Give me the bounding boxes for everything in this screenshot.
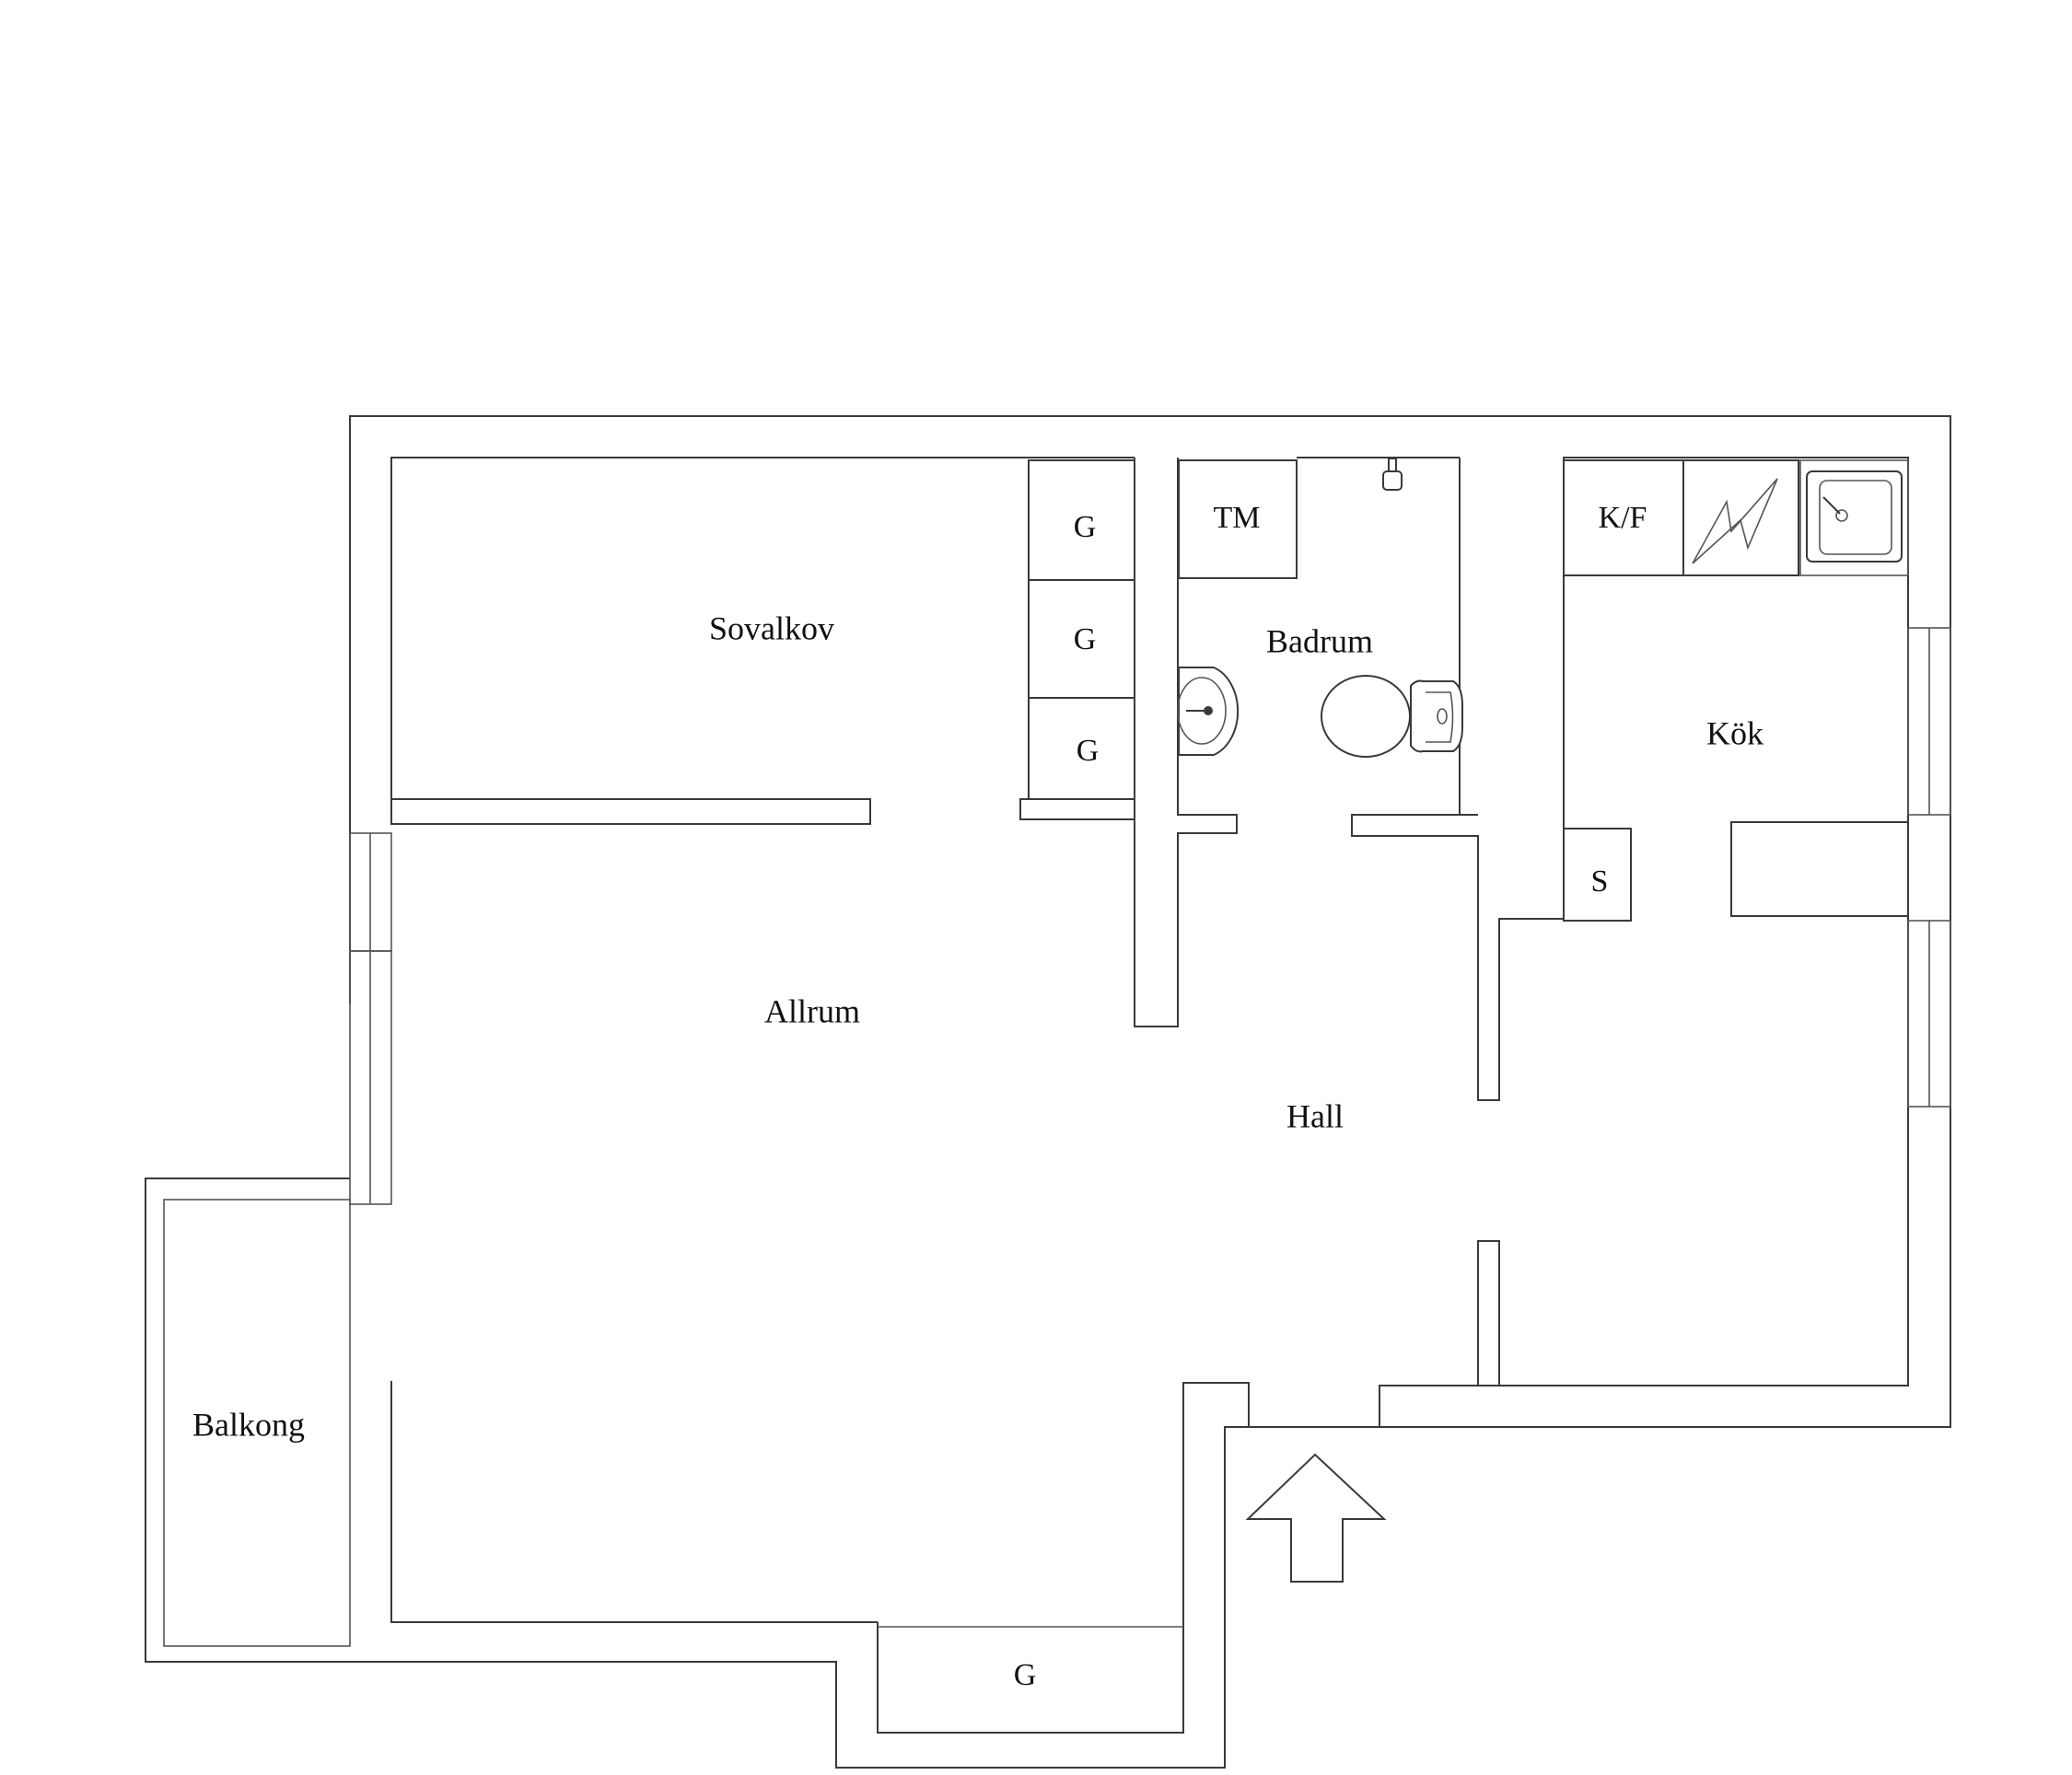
room-label-hall: Hall	[1286, 1097, 1344, 1134]
sovalkov-partition	[390, 798, 1135, 825]
shower-head-icon	[1297, 457, 1460, 491]
inner-wall-bottom-mid	[1182, 1382, 1250, 1622]
inner-wall-top	[390, 457, 1135, 799]
room-label-allrum: Allrum	[764, 992, 860, 1029]
washer-label: TM	[1214, 501, 1261, 535]
bathroom-walls	[1134, 458, 1565, 1027]
washbasin-icon	[1177, 667, 1240, 756]
right-windows	[1907, 627, 1951, 1108]
closet-label-bottom: G	[1014, 1658, 1037, 1692]
closet-label-3: G	[1077, 734, 1100, 768]
toilet-icon	[1321, 675, 1463, 758]
closet-label-2: G	[1074, 622, 1097, 656]
left-windows	[349, 832, 392, 1205]
room-label-sovalkov: Sovalkov	[709, 609, 834, 646]
bottom-closet	[877, 1622, 1184, 1734]
inner-wall-bottom-right	[1379, 1240, 1500, 1427]
entrance-arrow-icon	[1245, 1453, 1387, 1583]
closet-label-1: G	[1074, 510, 1097, 544]
outer-walls	[145, 415, 1951, 1769]
fridge-freezer-label: K/F	[1599, 501, 1647, 535]
kitchen-counter-right	[1730, 821, 1909, 917]
kitchen-sink-icon	[1799, 459, 1909, 576]
storage-label: S	[1591, 864, 1609, 899]
stove-icon	[1682, 459, 1799, 576]
balcony-inner	[163, 1199, 351, 1647]
inner-wall-left-lower	[390, 1381, 878, 1623]
washer-box	[1178, 459, 1298, 579]
room-label-balkong: Balkong	[192, 1406, 305, 1443]
room-label-kok: Kök	[1706, 714, 1764, 751]
kitchen-counter	[1563, 459, 1909, 576]
outer-wall	[145, 415, 1951, 1769]
room-label-badrum: Badrum	[1266, 622, 1373, 659]
storage-box	[1563, 828, 1632, 922]
